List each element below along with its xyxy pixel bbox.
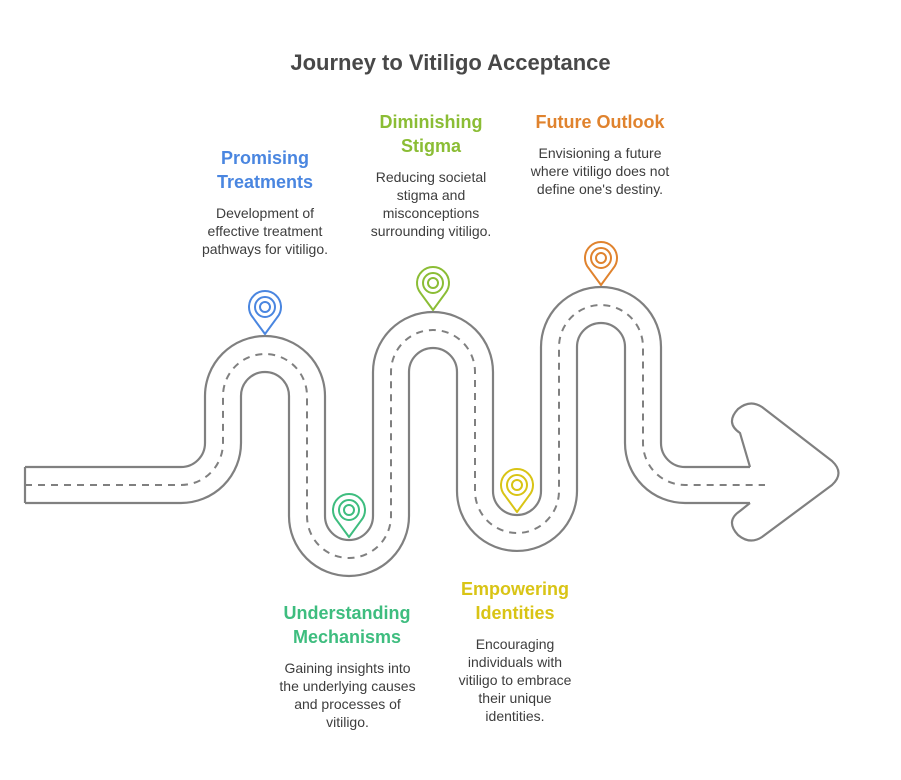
heading-line: Understanding bbox=[283, 603, 411, 623]
heading-line: Empowering bbox=[460, 579, 569, 599]
winding-road bbox=[23, 285, 840, 578]
pin-ring-inner bbox=[511, 479, 523, 491]
pin-ring-outer bbox=[338, 499, 360, 521]
step-heading: Diminishing Stigma bbox=[356, 110, 506, 158]
pins bbox=[248, 241, 618, 538]
pin-ring-inner bbox=[427, 277, 439, 289]
step-heading: Future Outlook bbox=[520, 110, 680, 134]
step-diminishing-stigma: Diminishing Stigma Reducing societal sti… bbox=[356, 110, 506, 240]
road-edge-lower bbox=[25, 321, 750, 578]
heading-line: Promising bbox=[220, 148, 309, 168]
step-promising-treatments: Promising Treatments Development of effe… bbox=[185, 146, 345, 258]
location-pin-icon bbox=[500, 468, 534, 513]
road-centerline-dashes bbox=[25, 304, 765, 559]
step-description: Development of effective treatment pathw… bbox=[201, 205, 329, 257]
step-heading: Promising Treatments bbox=[185, 146, 345, 194]
step-future-outlook: Future Outlook Envisioning a future wher… bbox=[520, 110, 680, 198]
heading-line: Diminishing bbox=[379, 112, 483, 132]
heading-line: Future Outlook bbox=[535, 112, 665, 132]
step-description: Envisioning a future where vitiligo does… bbox=[530, 145, 670, 197]
arrow-head bbox=[730, 402, 840, 542]
pin-ring-outer bbox=[254, 296, 276, 318]
step-description: Reducing societal stigma and misconcepti… bbox=[370, 169, 492, 239]
step-heading: Understanding Mechanisms bbox=[267, 601, 427, 649]
road-edge-upper bbox=[25, 285, 750, 542]
step-heading: Empowering Identities bbox=[440, 577, 590, 625]
pin-ring-inner bbox=[343, 504, 355, 516]
step-understanding-mechanisms: Understanding Mechanisms Gaining insight… bbox=[267, 601, 427, 731]
step-description: Encouraging individuals with vitiligo to… bbox=[458, 636, 572, 724]
heading-line: Mechanisms bbox=[292, 627, 402, 647]
step-empowering-identities: Empowering Identities Encouraging indivi… bbox=[440, 577, 590, 725]
pin-ring-outer bbox=[422, 272, 444, 294]
location-pin-icon bbox=[248, 290, 282, 335]
step-description: Gaining insights into the underlying cau… bbox=[279, 660, 416, 730]
page-title: Journey to Vitiligo Acceptance bbox=[290, 50, 611, 75]
location-pin-icon bbox=[332, 493, 366, 538]
location-pin-icon bbox=[584, 241, 618, 286]
heading-line: Identities bbox=[475, 603, 555, 623]
pin-ring-outer bbox=[590, 247, 612, 269]
location-pin-icon bbox=[416, 266, 450, 311]
pin-ring-outer bbox=[506, 474, 528, 496]
pin-ring-inner bbox=[259, 301, 271, 313]
heading-line: Stigma bbox=[400, 136, 461, 156]
heading-line: Treatments bbox=[216, 172, 314, 192]
pin-ring-inner bbox=[595, 252, 607, 264]
